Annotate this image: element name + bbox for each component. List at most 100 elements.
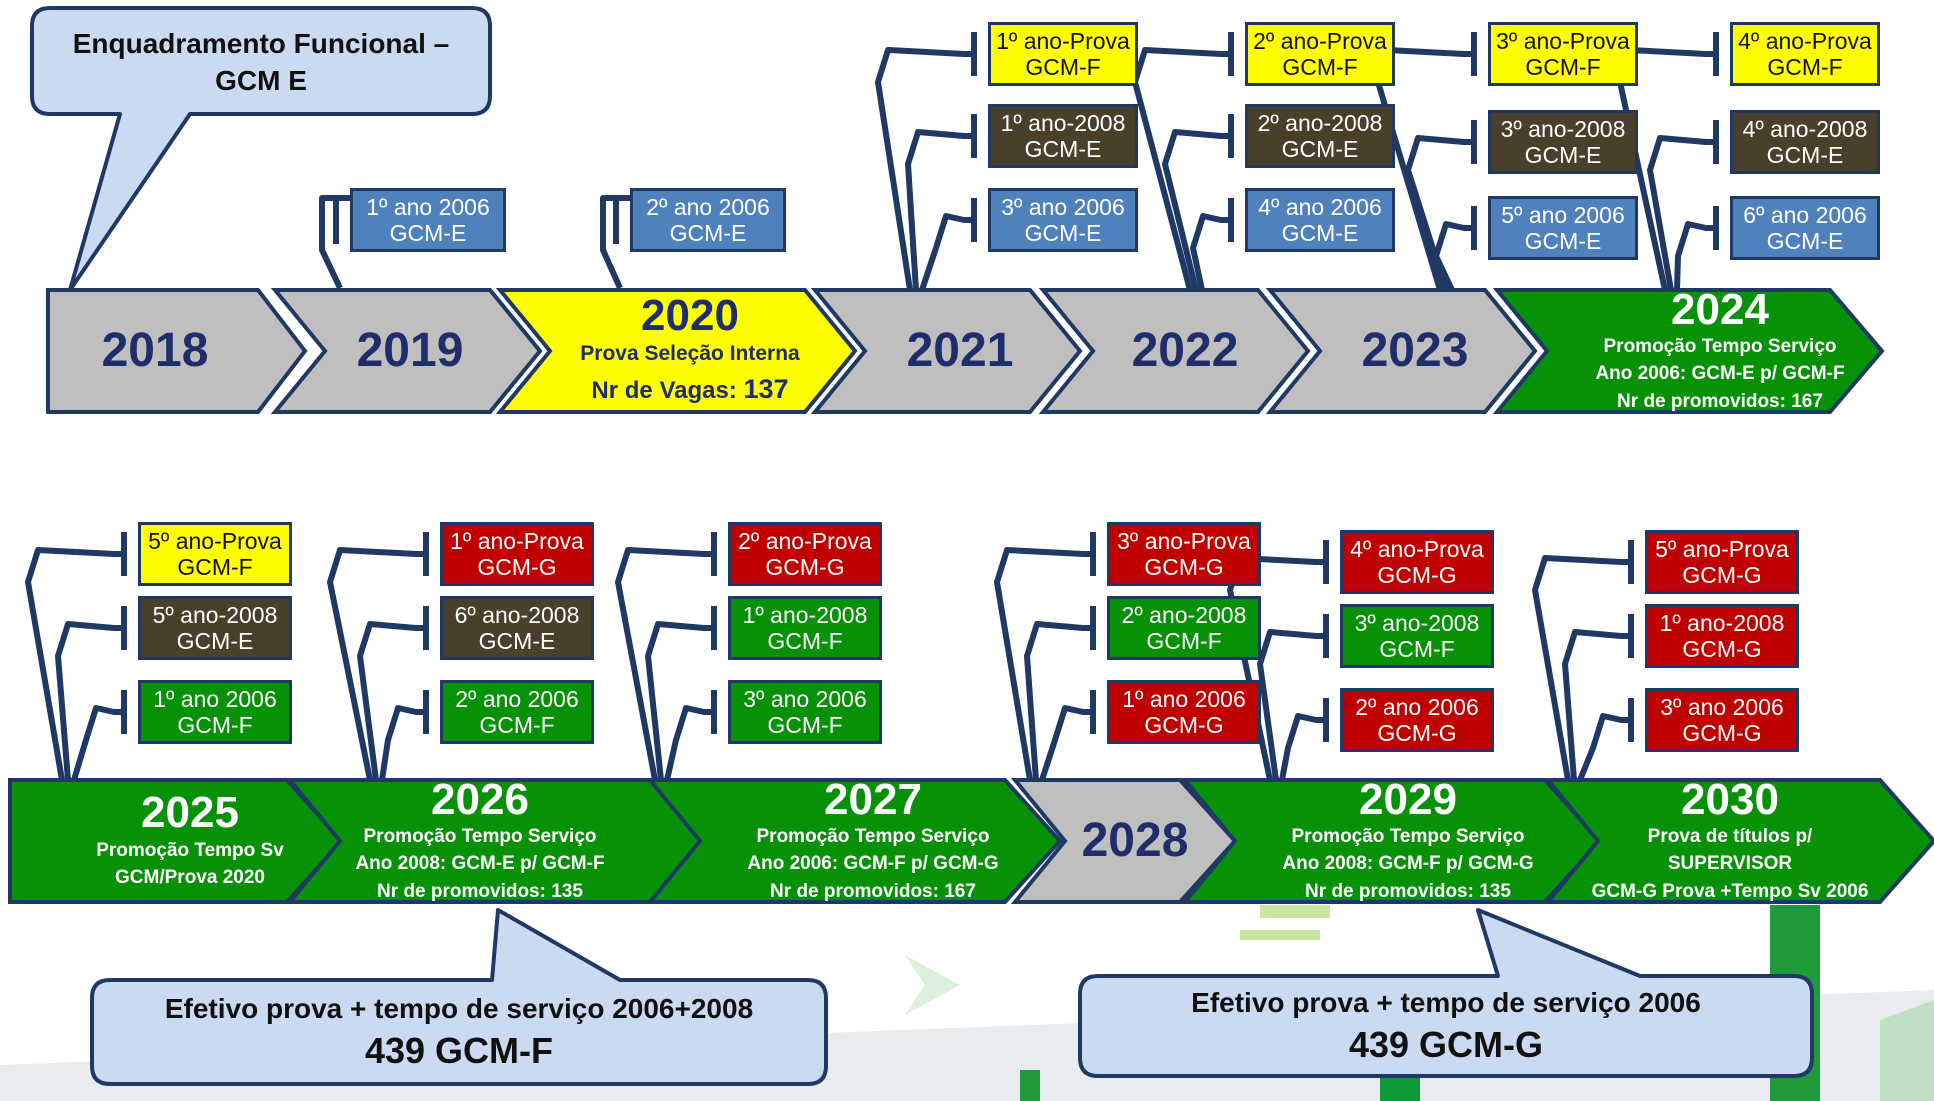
box-line-1: 1º ano-Prova [450,528,584,555]
timeline-arrow-2029 [1180,778,1603,904]
box-line-2: GCM-G [1144,554,1224,580]
bracket-2023 [1405,135,1474,291]
arrow-detail-line: GCM/Prova 2020 [115,867,265,889]
callout-enquadramento [30,6,492,292]
vagas-value: 137 [743,373,789,404]
year-label: 2020 [641,291,739,341]
box-line-2: GCM-G [1682,562,1762,588]
arrow-detail-line: Nr de promovidos: 167 [770,880,976,902]
box-line-1: 1º ano 2006 [366,194,490,221]
box-line-2: GCM-G [1144,712,1224,738]
bracket-2023 [1375,47,1474,291]
box-line-2: GCM-F [1767,54,1843,80]
arrow-detail-line: Prova de títulos p/ [1647,825,1813,847]
year-label: 2021 [906,324,1014,377]
box-line-2: GCM-G [765,554,845,580]
callout-bottom-left-text: Efetivo prova + tempo de serviço 2006+20… [92,982,826,1082]
box-line-2: GCM-F [177,712,253,738]
box-line-2: GCM-F [479,712,555,738]
box-line-1: 3º ano-2008 [1354,610,1480,637]
box-line-2: GCM-F [1025,54,1101,80]
box-line-1: 1º ano-2008 [742,602,868,629]
box-line-2: GCM-G [1682,636,1762,662]
arrow-detail-line: Nr de promovidos: 167 [1617,390,1823,412]
arrow-label-2028: 2028 [1055,786,1215,896]
box-line-2: GCM-E [1281,136,1359,162]
callout-line-1: Enquadramento Funcional – [72,28,450,60]
box-line-1: 1º ano-2008 [1000,110,1126,137]
box-line-2: GCM-E [669,220,747,246]
bracket-2028 [1024,621,1093,781]
year-label: 2027 [824,774,922,824]
callout-line-1: Efetivo prova + tempo de serviço 2006+20… [164,993,754,1024]
arrow-detail-line: Promoção Tempo Serviço [363,825,597,847]
box-line-1: 5º ano 2006 [1501,202,1625,229]
timeline-arrow-2027 [645,778,1063,904]
box-line-1: 3º ano-2008 [1500,116,1626,143]
bracket-2022 [1162,129,1231,291]
box-line-2: GCM-E [1024,220,1102,246]
box-line-1: 6º ano 2006 [1743,202,1867,229]
callout-line-2: 439 GCM-G [1348,1024,1544,1066]
bracket-2029 [1279,713,1326,781]
arrow-label-2018: 2018 [65,296,245,406]
box-line-2: GCM-G [477,554,557,580]
box-line-1: 1º ano 2006 [153,686,277,713]
box-line-1: 2º ano-Prova [1253,28,1387,55]
arrow-detail-line: Prova Seleção Interna [580,342,800,366]
arrow-label-2021: 2021 [870,296,1050,406]
box-line-1: 4º ano-Prova [1738,28,1872,55]
box-line-2: GCM-G [1377,562,1457,588]
arrow-detail-line: Promoção Tempo Serviço [1603,335,1837,357]
arrow-label-2022: 2022 [1095,296,1275,406]
bracket-2022 [1132,47,1231,291]
timeline-arrow-2019 [270,288,543,414]
timeline-arrow-2023 [1265,288,1538,414]
box-line-2: GCM-F [1146,628,1222,654]
arrow-detail-line: SUPERVISOR [1667,853,1793,875]
bracket-2022 [1190,213,1231,291]
box-line-2: GCM-E [176,628,254,654]
callout-line-2: 439 GCM-F [364,1030,554,1072]
box-line-2: GCM-E [478,628,556,654]
box-line-2: GCM-E [1281,220,1359,246]
bracket-2021 [905,129,974,291]
timeline-arrow-2024 [1492,288,1885,414]
background-chevron [905,955,960,1015]
bracket-2024 [1647,135,1716,291]
box-line-2: GCM-F [767,712,843,738]
box-line-1: 6º ano-2008 [454,602,580,629]
bracket-2021 [875,47,974,291]
box-line-1: 2º ano-2008 [1121,602,1247,629]
box-line-2: GCM-E [1766,142,1844,168]
bracket-2026 [379,705,426,781]
timeline-arrow-2028 [1010,778,1238,904]
box-line-1: 4º ano-2008 [1742,116,1868,143]
box-line-1: 3º ano 2006 [743,686,867,713]
arrow-detail-line: Ano 2006: GCM-E p/ GCM-F [1595,363,1845,385]
year-label: 2019 [356,324,464,377]
background-stripe [1260,905,1330,918]
background-stripe [1240,930,1320,940]
background-bar [1020,1070,1040,1101]
timeline-arrow-2022 [1038,288,1311,414]
bracket-2026 [327,547,426,781]
